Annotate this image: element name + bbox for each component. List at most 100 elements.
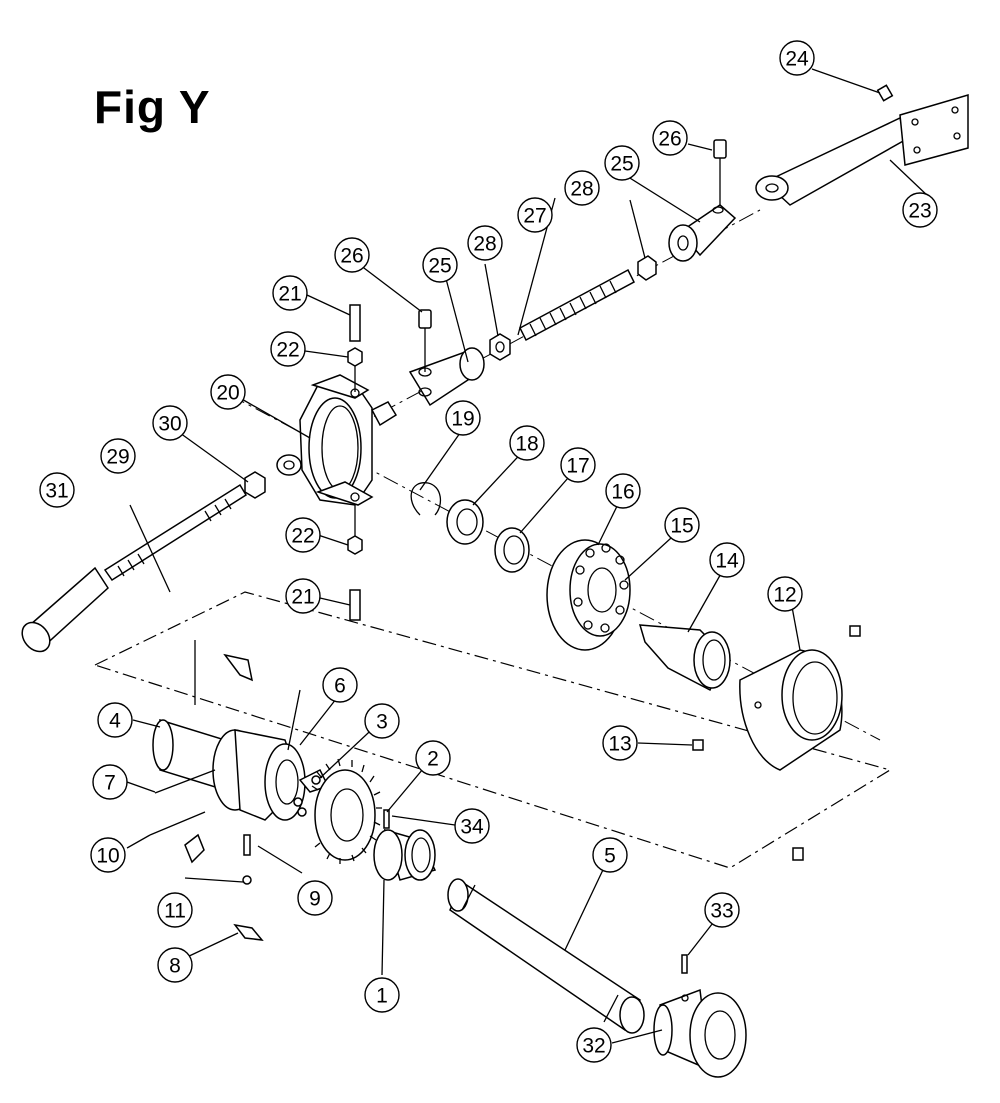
callout-33: 33: [704, 892, 740, 928]
end-flange-32: [653, 954, 747, 1078]
svg-text:27: 27: [523, 205, 546, 228]
callout-27: 27: [517, 197, 553, 233]
svg-text:23: 23: [908, 200, 931, 223]
callout-1: 1: [364, 977, 400, 1013]
pulley-16: [546, 539, 631, 651]
cap-screw-26-lower: [418, 309, 432, 372]
svg-text:22: 22: [276, 339, 299, 362]
svg-text:4: 4: [109, 710, 121, 733]
svg-text:9: 9: [309, 888, 321, 911]
svg-text:26: 26: [658, 128, 681, 151]
callout-10: 10: [90, 837, 126, 873]
svg-text:16: 16: [611, 481, 634, 504]
callouts: 1 2 3 4 5 6 7 8 9 10 11 12 13 14 15 16 1…: [39, 40, 938, 1063]
callout-22-upper: 22: [270, 331, 306, 367]
svg-text:33: 33: [710, 900, 733, 923]
svg-text:3: 3: [376, 711, 388, 734]
svg-text:5: 5: [604, 845, 616, 868]
svg-text:28: 28: [570, 178, 593, 201]
svg-text:12: 12: [773, 584, 796, 607]
callout-28-lower: 28: [467, 225, 503, 261]
callout-18: 18: [509, 425, 545, 461]
callout-2: 2: [415, 740, 451, 776]
svg-text:15: 15: [670, 515, 693, 538]
svg-text:1: 1: [376, 985, 388, 1008]
callout-12: 12: [767, 576, 803, 612]
callout-21-upper: 21: [272, 275, 308, 311]
callout-24: 24: [779, 40, 815, 76]
callout-32: 32: [576, 1027, 612, 1063]
nut-28-upper: [637, 255, 657, 281]
tube-5: [447, 878, 645, 1034]
svg-text:10: 10: [96, 845, 119, 868]
parts-artwork: [21, 84, 969, 1078]
svg-text:32: 32: [582, 1035, 605, 1058]
nut-28-lower: [489, 333, 511, 361]
svg-text:13: 13: [608, 733, 631, 756]
callout-31: 31: [39, 472, 75, 508]
callout-26-upper: 26: [652, 120, 688, 156]
studs-and-nuts: [347, 304, 363, 621]
svg-text:11: 11: [164, 900, 186, 923]
svg-text:17: 17: [566, 455, 589, 478]
clevis-25-upper: [668, 204, 737, 262]
callout-26-lower: 26: [334, 237, 370, 273]
callout-9: 9: [297, 880, 333, 916]
svg-text:7: 7: [104, 772, 116, 795]
callout-23: 23: [902, 192, 938, 228]
handle-assembly: [21, 471, 266, 653]
phantom-boundary: [93, 591, 892, 869]
callout-11: 11: [157, 892, 193, 928]
svg-text:25: 25: [428, 255, 451, 278]
callout-5: 5: [592, 837, 628, 873]
callout-30: 30: [152, 405, 188, 441]
snap-ring-19: [410, 482, 442, 516]
callout-7: 7: [92, 764, 128, 800]
bushing-1: [373, 809, 437, 881]
svg-text:28: 28: [473, 233, 496, 256]
svg-text:34: 34: [460, 816, 484, 839]
gear-2: [311, 758, 382, 864]
clevis-25-lower: [408, 347, 485, 407]
washer-18: [446, 499, 484, 545]
callout-13: 13: [602, 725, 638, 761]
callout-4: 4: [97, 702, 133, 738]
callout-17: 17: [560, 447, 596, 483]
svg-text:19: 19: [451, 408, 474, 431]
svg-text:21: 21: [278, 283, 301, 306]
screw-24: [876, 84, 894, 102]
svg-text:18: 18: [515, 433, 538, 456]
lock-nut-17: [494, 527, 530, 573]
callout-25-lower: 25: [422, 247, 458, 283]
callout-3: 3: [364, 703, 400, 739]
callout-20: 20: [210, 374, 246, 410]
callout-15: 15: [664, 507, 700, 543]
callout-8: 8: [157, 947, 193, 983]
figure-title: Fig Y: [94, 81, 211, 133]
svg-text:24: 24: [785, 48, 809, 71]
callout-14: 14: [709, 542, 745, 578]
callout-16: 16: [605, 473, 641, 509]
callout-34: 34: [454, 808, 490, 844]
svg-text:30: 30: [158, 413, 181, 436]
callout-22-lower: 22: [285, 517, 321, 553]
callout-19: 19: [445, 400, 481, 436]
svg-text:6: 6: [334, 675, 346, 698]
svg-text:2: 2: [427, 748, 439, 771]
callout-21-lower: 21: [285, 578, 321, 614]
callout-6: 6: [322, 667, 358, 703]
svg-text:20: 20: [216, 382, 239, 405]
callout-25-upper: 25: [604, 145, 640, 181]
small-screws-3: [293, 775, 321, 817]
svg-text:22: 22: [291, 525, 314, 548]
lever-arm: [755, 93, 969, 206]
cap-screw-26-upper: [713, 139, 727, 205]
svg-text:8: 8: [169, 955, 181, 978]
collar-12: [692, 625, 861, 861]
callout-29: 29: [100, 438, 136, 474]
sleeve-14: [638, 624, 731, 692]
callout-28-upper: 28: [564, 170, 600, 206]
threaded-rod-27: [519, 268, 635, 342]
svg-text:21: 21: [291, 586, 314, 609]
